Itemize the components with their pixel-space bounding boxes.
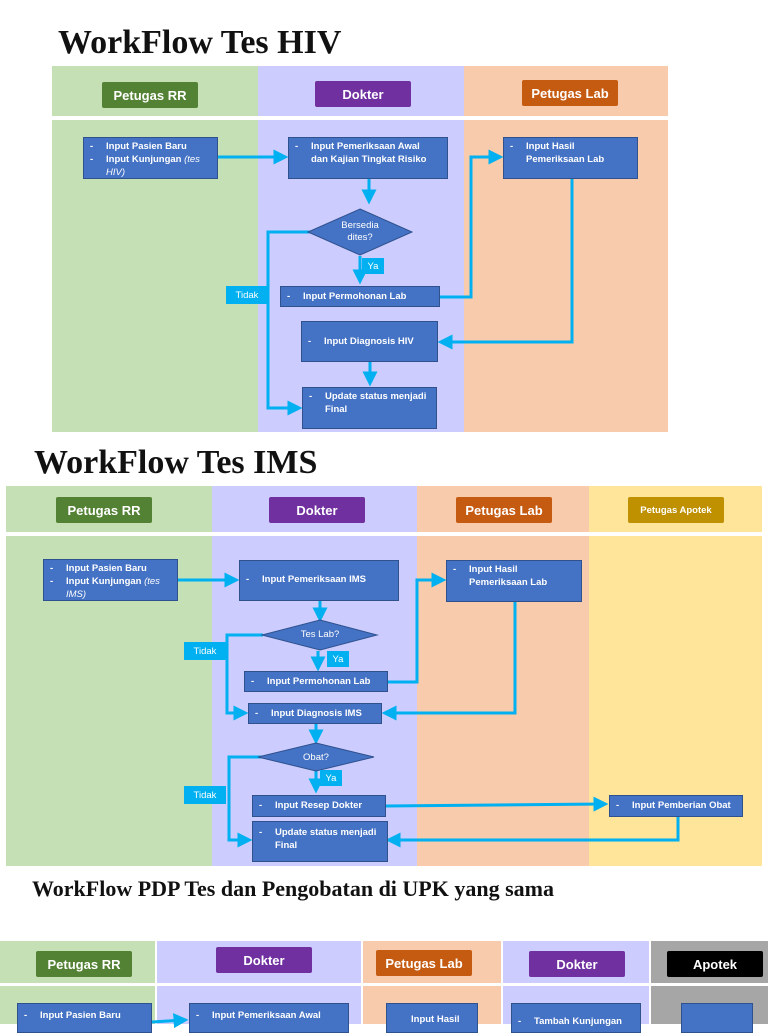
arrow-permohonan-to-lab (440, 149, 504, 299)
lane-label-petugas-lab: Petugas Lab (522, 80, 618, 106)
box-input-permohonan-lab: -Input Permohonan Lab (244, 671, 388, 692)
box-apotek-placeholder (681, 1003, 753, 1033)
decision-tes-lab-label: Tes Lab? (300, 629, 340, 641)
label-tidak-obat: Tidak (184, 786, 226, 804)
arrow-resep-to-apotek (385, 796, 609, 812)
arrow-permohonan-to-lab (388, 572, 447, 684)
workflow-pdp-title: WorkFlow PDP Tes dan Pengobatan di UPK y… (32, 876, 554, 901)
lane-label-dokter-2: Dokter (529, 951, 625, 977)
workflow-ims-title: WorkFlow Tes IMS (34, 444, 318, 481)
lane-label-petugas-rr: Petugas RR (36, 951, 132, 977)
box-input-pemeriksaan-awal: -Input Pemeriksaan Awal (189, 1003, 349, 1033)
box-input-pasien-baru: -Input Pasien Baru (17, 1003, 152, 1033)
box-update-status-final: -Update status menjadi Final (252, 821, 388, 862)
lane-label-dokter: Dokter (269, 497, 365, 523)
lane-label-petugas-lab: Petugas Lab (376, 950, 472, 976)
label-ya: Ya (362, 258, 384, 274)
box-input-pemeriksaan-ims: -Input Pemeriksaan IMS (239, 560, 399, 601)
arrow-lab-to-diagnosis (381, 601, 517, 721)
box-input-diagnosis-hiv: -Input Diagnosis HIV (301, 321, 438, 362)
box-update-status-final: -Update status menjadi Final (302, 387, 437, 429)
arrow-apotek-to-update (385, 817, 680, 848)
lane-label-petugas-rr: Petugas RR (102, 82, 198, 108)
workflow-hiv-title: WorkFlow Tes HIV (58, 24, 342, 61)
lane-label-dokter-1: Dokter (216, 947, 312, 973)
lane-label-petugas-apotek: Petugas Apotek (628, 497, 724, 523)
arrow-teslab-tidak (225, 633, 263, 721)
box-input-pasien-baru: -Input Pasien Baru -Input Kunjungan (tes… (83, 137, 218, 179)
box-input-resep-dokter: -Input Resep Dokter (252, 795, 386, 817)
decision-tes-lab (260, 619, 379, 651)
box-input-pemeriksaan-awal: -Input Pemeriksaan Awal dan Kajian Tingk… (288, 137, 448, 179)
arrow-obat-tidak (227, 755, 262, 848)
lane-label-petugas-lab: Petugas Lab (456, 497, 552, 523)
arrow-decision-tidak (266, 230, 310, 416)
lane-label-petugas-rr: Petugas RR (56, 497, 152, 523)
box-input-pasien-baru: -Input Pasien Baru -Input Kunjungan (tes… (43, 559, 178, 601)
box-input-pemberian-obat: -Input Pemberian Obat (609, 795, 743, 817)
decision-bersedia-dites (306, 208, 414, 256)
box-input-hasil-lab: -Input Hasil Pemeriksaan Lab (503, 137, 638, 179)
box-input-hasil: Input Hasil (386, 1003, 478, 1033)
lane-label-dokter: Dokter (315, 81, 411, 107)
label-tidak: Tidak (226, 286, 268, 304)
lane-label-apotek: Apotek (667, 951, 763, 977)
label-ya-obat: Ya (320, 770, 342, 786)
box-input-diagnosis-ims: -Input Diagnosis IMS (248, 703, 382, 724)
box-tambah-kunjungan: -Tambah Kunjungan (511, 1003, 641, 1033)
label-ya-teslab: Ya (327, 651, 349, 667)
decision-obat (257, 742, 375, 772)
label-tidak-teslab: Tidak (184, 642, 226, 660)
decision-obat-label: Obat? (303, 752, 329, 764)
arrow-lab-to-diagnosis (437, 179, 574, 350)
box-input-permohonan-lab: -Input Permohonan Lab (280, 286, 440, 307)
arrow-pasien-to-pemeriksaan (151, 1013, 189, 1029)
box-input-hasil-lab: -Input Hasil Pemeriksaan Lab (446, 560, 582, 602)
